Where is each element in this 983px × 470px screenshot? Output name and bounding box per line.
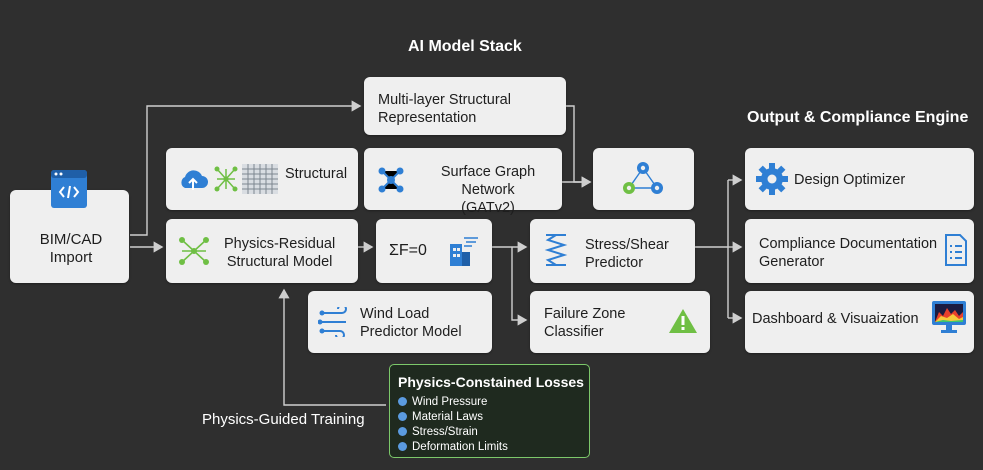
loss-item: Stress/Strain xyxy=(398,426,478,438)
building-wind-icon xyxy=(446,234,480,273)
loss-item: Material Laws xyxy=(398,411,483,423)
loss-item-label: Stress/Strain xyxy=(412,426,478,438)
cloud-upload-icon xyxy=(178,168,208,197)
surface-graph-node[interactable]: Surface Graph Network (GATv2) xyxy=(364,148,562,216)
output-engine-heading: Output & Compliance Engine xyxy=(747,109,969,126)
design-optimizer-node[interactable]: Design Optimizer xyxy=(745,148,974,210)
physics-guided-training-label: Physics-Guided Training xyxy=(202,411,365,428)
loss-item: Wind Pressure xyxy=(398,396,487,408)
bim-import-node[interactable]: BIM/CAD Import xyxy=(10,170,129,283)
structural-node[interactable]: Structural xyxy=(166,148,358,210)
design-optimizer-label: Design Optimizer xyxy=(794,172,906,188)
spring-icon xyxy=(542,233,570,272)
failure-zone-node[interactable]: Failure Zone Classifier xyxy=(530,291,710,353)
multilayer-label: Multi-layer Structural Representation xyxy=(378,92,511,126)
loss-item-label: Wind Pressure xyxy=(412,396,488,408)
failure-zone-label: Failure Zone Classifier xyxy=(544,306,626,340)
physics-residual-label: Physics-Residual Structural Model xyxy=(224,236,336,270)
dashboard-label: Dashboard & Visuaization xyxy=(752,311,919,327)
document-icon xyxy=(944,233,968,272)
force-equilibrium-node[interactable]: ΣF=0 xyxy=(376,219,492,283)
structural-label: Structural xyxy=(285,166,348,182)
dot-icon xyxy=(398,412,407,421)
gear-icon xyxy=(755,162,789,201)
multilayer-node[interactable]: Multi-layer Structural Representation xyxy=(364,77,566,135)
wind-load-node[interactable]: Wind Load Predictor Model xyxy=(308,291,492,353)
warning-icon xyxy=(668,307,698,340)
network-icon xyxy=(214,166,238,197)
ai-model-stack-heading: AI Model Stack xyxy=(408,38,522,55)
network-icon xyxy=(179,237,209,270)
losses-title: Physics-Constained Losses xyxy=(398,374,584,390)
model-fusion-node[interactable] xyxy=(593,148,694,210)
compliance-doc-label: Compliance Documentation Generator xyxy=(759,236,938,270)
stress-shear-node[interactable]: Stress/Shear Predictor xyxy=(530,219,695,283)
dot-icon xyxy=(398,427,407,436)
stress-shear-label: Stress/Shear Predictor xyxy=(585,237,669,271)
loss-item: Deformation Limits xyxy=(398,441,508,453)
browser-code-icon xyxy=(50,169,88,214)
wind-load-label: Wind Load Predictor Model xyxy=(360,306,462,340)
surface-graph-label: Surface Graph Network (GATv2) xyxy=(440,164,536,216)
wind-flow-icon xyxy=(317,304,350,342)
graph-node-icon xyxy=(377,166,405,199)
compliance-doc-node[interactable]: Compliance Documentation Generator xyxy=(745,219,974,283)
monitor-chart-icon xyxy=(931,300,967,339)
dashboard-node[interactable]: Dashboard & Visuaization xyxy=(745,291,974,353)
bim-import-label: BIM/CAD Import xyxy=(39,231,103,266)
dot-icon xyxy=(398,397,407,406)
sum-forces-label: ΣF=0 xyxy=(389,242,427,259)
physics-losses-panel[interactable]: Physics-Constained Losses Wind Pressure … xyxy=(389,364,590,458)
loss-item-label: Deformation Limits xyxy=(412,441,508,453)
loss-item-label: Material Laws xyxy=(412,411,483,423)
dot-icon xyxy=(398,442,407,451)
grid-icon xyxy=(242,164,278,199)
physics-residual-node[interactable]: Physics-Residual Structural Model xyxy=(166,219,358,283)
gear-network-icon xyxy=(621,160,665,203)
